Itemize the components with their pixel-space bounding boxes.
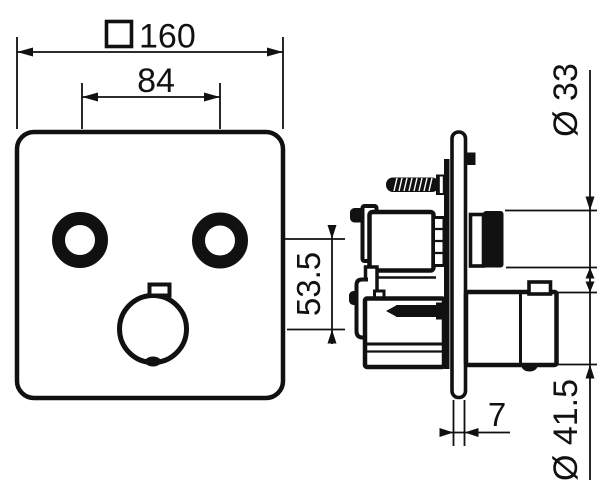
upper-cartridge: [350, 204, 446, 273]
dim-plate-thickness: [439, 400, 510, 446]
thermostat-index-tab-side: [527, 280, 553, 296]
thermostat-bottom-notch: [145, 356, 161, 367]
handle-side: [468, 211, 504, 268]
lower-cartridge: [349, 277, 447, 370]
dim-diameters: [505, 70, 597, 480]
dimension-lines: [16, 19, 597, 480]
cover-plate-side: [450, 130, 468, 400]
right-handle-ring: [192, 212, 248, 269]
label-handle-spacing: 84: [137, 62, 175, 100]
label-axis-distance: 53.5: [290, 252, 327, 316]
cover-plate-front: [14, 129, 286, 401]
label-handle-diameter: Ø 33: [547, 63, 585, 137]
fixing-screw: [386, 174, 448, 195]
cartridge-spindle: [386, 302, 445, 320]
side-view: [349, 130, 559, 400]
dim-handle-spacing: [81, 83, 221, 129]
dimension-labels: 160 84 53.5 Ø 33 Ø 41.5 7: [137, 18, 585, 482]
thermostat-knob-side: [463, 280, 559, 372]
left-handle-ring: [52, 212, 108, 268]
front-view: [14, 129, 286, 401]
dim-plate-size: [16, 19, 284, 129]
label-plate-thickness: 7: [488, 396, 506, 433]
thermostat-index-tab-front: [147, 282, 172, 298]
label-thermostat-diameter: Ø 41.5: [547, 379, 585, 481]
dim-axis-distance: [285, 225, 345, 344]
square-symbol: [104, 19, 134, 49]
wall-mount-strip: [444, 159, 450, 369]
plate-clip: [465, 152, 476, 165]
label-plate-size: 160: [139, 18, 196, 56]
thermostat-knob-front: [117, 293, 189, 365]
